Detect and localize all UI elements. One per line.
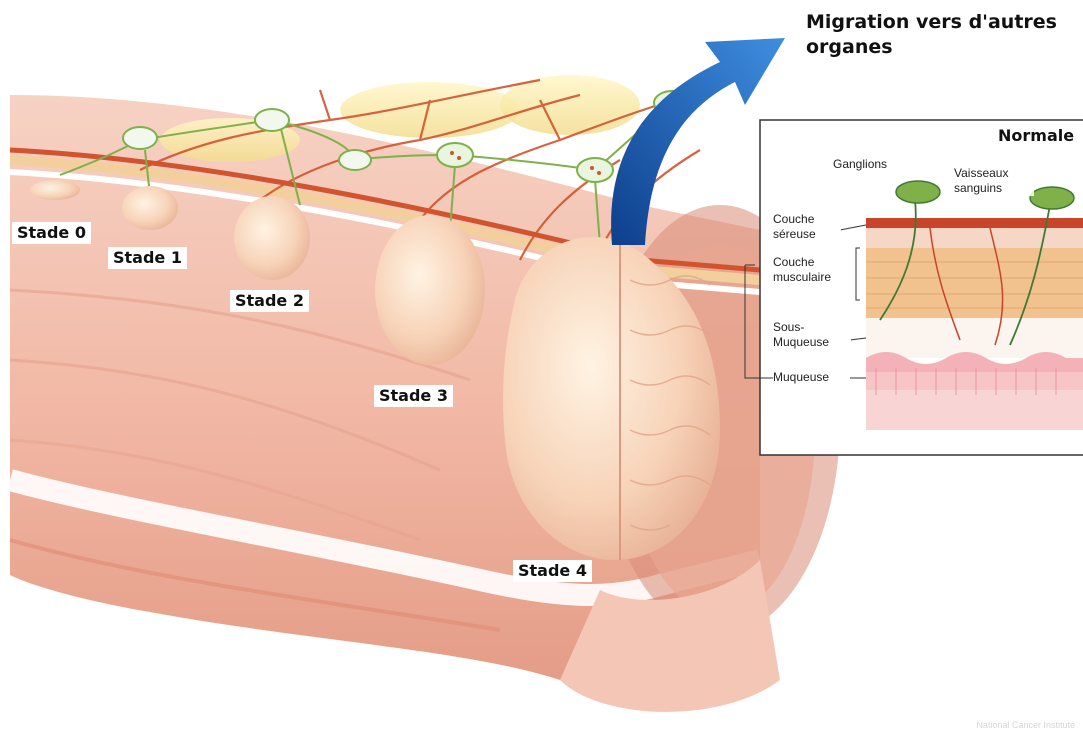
- tumor-stage-3: [375, 215, 485, 365]
- sereuse-label: Couche séreuse: [773, 212, 841, 242]
- tumor-stage-0: [30, 180, 80, 200]
- lymph-node: [339, 150, 371, 170]
- vaisseaux-label: Vaisseaux sanguins: [954, 166, 1034, 196]
- lymph-node: [255, 109, 289, 131]
- muqueuse-label: Muqueuse: [773, 370, 829, 385]
- tumor-stage-2: [234, 196, 310, 280]
- stage-2-label: Stade 2: [230, 290, 309, 312]
- inset-lymph-node: [1030, 187, 1074, 209]
- stage-4-label: Stade 4: [513, 560, 592, 582]
- tumor-stage-1: [122, 186, 178, 230]
- stage-3-label: Stade 3: [374, 385, 453, 407]
- migration-title: Migration vers d'autres organes: [806, 10, 1076, 60]
- ganglions-label: Ganglions: [833, 157, 887, 172]
- lymph-node: [577, 158, 613, 182]
- stage-1-label: Stade 1: [108, 247, 187, 269]
- inset-title: Normale: [998, 126, 1074, 145]
- lymph-node: [437, 143, 473, 167]
- sous-muqueuse-label: Sous-Muqueuse: [773, 320, 851, 350]
- musculaire-label: Couche musculaire: [773, 255, 855, 285]
- lymph-node: [123, 127, 157, 149]
- watermark: National Cancer Institute: [976, 720, 1075, 730]
- stage-0-label: Stade 0: [12, 222, 91, 244]
- inset-lymph-node: [896, 181, 940, 203]
